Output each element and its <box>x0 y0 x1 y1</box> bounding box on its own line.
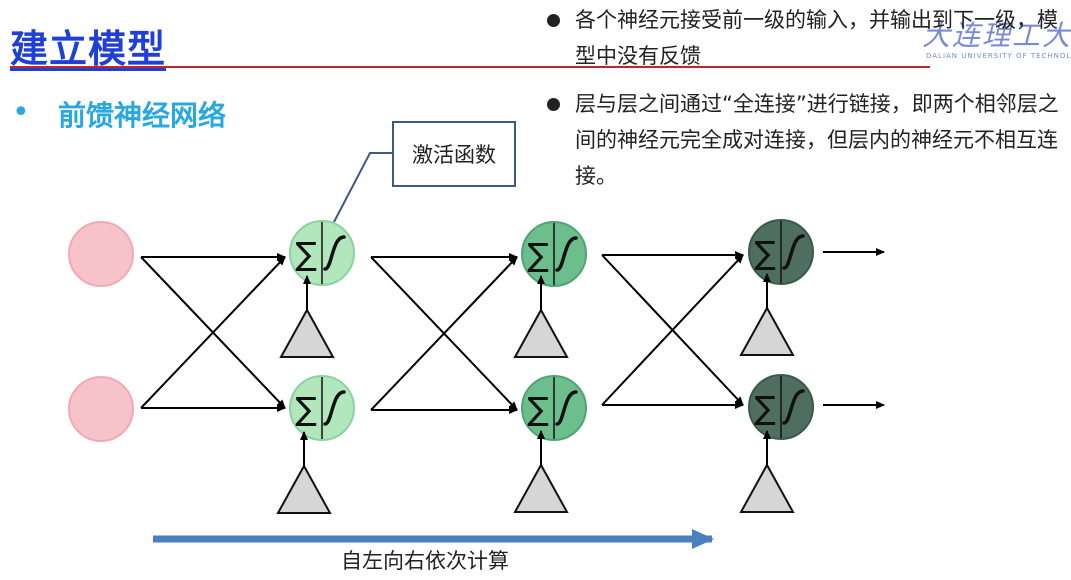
input-neuron <box>68 221 134 287</box>
bias-unit <box>739 430 795 513</box>
callout-label: 激活函数 <box>412 143 496 167</box>
section-title: 前馈神经网络 <box>58 99 227 132</box>
logo-text: 大连理工大学 <box>922 19 1071 52</box>
sigmoid-icon <box>323 235 346 271</box>
section-bullet-icon: • <box>12 95 30 130</box>
neuron: ∑ <box>289 375 355 441</box>
neuron: ∑ <box>521 375 587 441</box>
neuron: ∑ <box>289 220 355 286</box>
connections <box>140 248 885 414</box>
slide-title: 建立模型 <box>10 27 167 71</box>
bias-triangle-icon <box>513 307 569 358</box>
neuron: ∑ <box>748 374 814 440</box>
neuron: ∑ <box>521 221 587 287</box>
bias-unit <box>513 430 569 513</box>
summation-icon: ∑ <box>527 236 549 274</box>
summation-icon: ∑ <box>527 390 549 428</box>
bias-unit <box>513 275 569 358</box>
bullet-dot-icon <box>547 14 560 27</box>
bias-unit <box>279 275 335 358</box>
bias-triangle-icon <box>739 462 795 513</box>
sigmoid-icon <box>555 390 578 426</box>
sigmoid-icon <box>782 234 805 270</box>
sigmoid-icon <box>555 236 578 272</box>
diagram-caption: 自左向右依次计算 <box>341 549 509 573</box>
bias-triangle-icon <box>279 307 335 358</box>
description-text: 各个神经元接受前一级的输入，并输出到下一级，模型中没有反馈 <box>575 8 1058 68</box>
summation-icon: ∑ <box>295 390 317 428</box>
sigmoid-icon <box>323 390 346 426</box>
summation-icon: ∑ <box>754 389 776 427</box>
description-list: 各个神经元接受前一级的输入，并输出到下一级，模型中没有反馈 层与层之间通过“全连… <box>545 2 1070 206</box>
neuron: ∑ <box>748 219 814 285</box>
bias-unit <box>739 273 795 356</box>
sigmoid-icon <box>782 389 805 425</box>
summation-icon: ∑ <box>295 235 317 273</box>
logo-subtext: DALIAN UNIVERSITY OF TECHNOLOGY <box>926 52 1071 60</box>
description-item: 各个神经元接受前一级的输入，并输出到下一级，模型中没有反馈 <box>545 2 1070 74</box>
bias-triangle-icon <box>513 462 569 513</box>
bias-unit <box>276 431 332 514</box>
activation-function-callout: 激活函数 <box>392 121 516 187</box>
callout-leader-line <box>333 152 392 223</box>
bias-triangle-icon <box>739 305 795 356</box>
input-neuron <box>68 376 134 442</box>
bias-triangle-icon <box>276 463 332 514</box>
university-logo: 大连理工大学 DALIAN UNIVERSITY OF TECHNOLOGY <box>922 14 1071 66</box>
description-text: 层与层之间通过“全连接”进行链接，即两个相邻层之间的神经元完全成对连接，但层内的… <box>575 92 1059 188</box>
title-divider <box>10 66 930 68</box>
summation-icon: ∑ <box>754 234 776 272</box>
bullet-dot-icon <box>547 98 560 111</box>
description-item: 层与层之间通过“全连接”进行链接，即两个相邻层之间的神经元完全成对连接，但层内的… <box>545 86 1070 194</box>
